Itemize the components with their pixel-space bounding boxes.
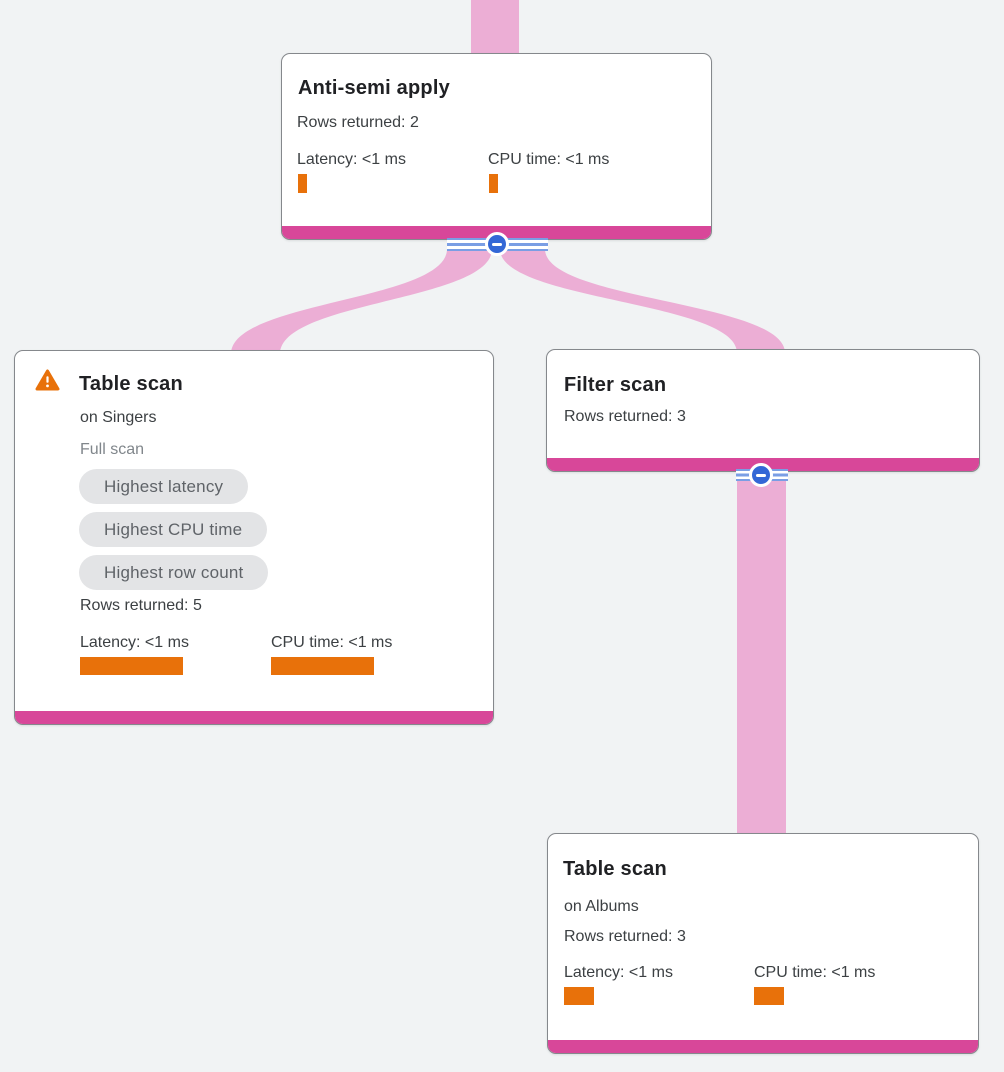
latency-bar	[80, 657, 183, 675]
latency-label: Latency: <1 ms	[564, 964, 673, 981]
cpu-time-bar	[754, 987, 784, 1005]
latency-bar	[298, 174, 307, 193]
rows-returned-text: Rows returned: 3	[564, 928, 686, 945]
edge-filter-scan-to-table-scan-albums	[737, 470, 786, 837]
scan-target-text: on Albums	[564, 898, 639, 915]
node-accent-bar	[15, 711, 493, 724]
edge-input-to-anti-semi-apply	[471, 0, 519, 56]
badge-highest-cpu-time: Highest CPU time	[79, 512, 268, 547]
latency-label: Latency: <1 ms	[80, 634, 189, 651]
edge-anti-semi-apply-to-table-scan-singers	[231, 249, 492, 354]
collapse-button-anti-semi-apply[interactable]	[447, 231, 548, 257]
warning-icon	[35, 369, 60, 391]
node-title: Filter scan	[564, 374, 667, 396]
cpu-time-bar	[489, 174, 498, 193]
node-card-anti-semi-apply[interactable]: Anti-semi apply Rows returned: 2 Latency…	[281, 53, 712, 240]
collapse-minus-icon	[749, 463, 773, 487]
cpu-time-bar	[271, 657, 374, 675]
scan-mode-text: Full scan	[80, 441, 145, 458]
latency-label: Latency: <1 ms	[297, 151, 406, 168]
node-title: Table scan	[563, 858, 667, 880]
node-title: Anti-semi apply	[298, 77, 450, 99]
rows-returned-text: Rows returned: 5	[80, 597, 202, 614]
collapse-minus-icon	[485, 232, 509, 256]
rows-returned-text: Rows returned: 2	[297, 114, 419, 131]
node-title: Table scan	[79, 373, 183, 395]
node-card-table-scan-singers[interactable]: Table scan on Singers Full scan Highest …	[14, 350, 494, 725]
badge-highest-latency: Highest latency	[79, 469, 249, 504]
badge-highest-row-count: Highest row count	[79, 555, 269, 590]
edge-anti-semi-apply-to-filter-scan	[500, 249, 785, 353]
node-card-filter-scan[interactable]: Filter scan Rows returned: 3	[546, 349, 980, 472]
rows-returned-text: Rows returned: 3	[564, 408, 686, 425]
node-card-table-scan-albums[interactable]: Table scan on Albums Rows returned: 3 La…	[547, 833, 979, 1054]
badge-list: Highest latency Highest CPU time Highest…	[79, 469, 269, 590]
collapse-button-filter-scan[interactable]	[736, 462, 788, 488]
cpu-time-label: CPU time: <1 ms	[754, 964, 876, 981]
scan-target-text: on Singers	[80, 409, 157, 426]
cpu-time-label: CPU time: <1 ms	[271, 634, 393, 651]
latency-bar	[564, 987, 594, 1005]
cpu-time-label: CPU time: <1 ms	[488, 151, 610, 168]
node-accent-bar	[548, 1040, 978, 1053]
